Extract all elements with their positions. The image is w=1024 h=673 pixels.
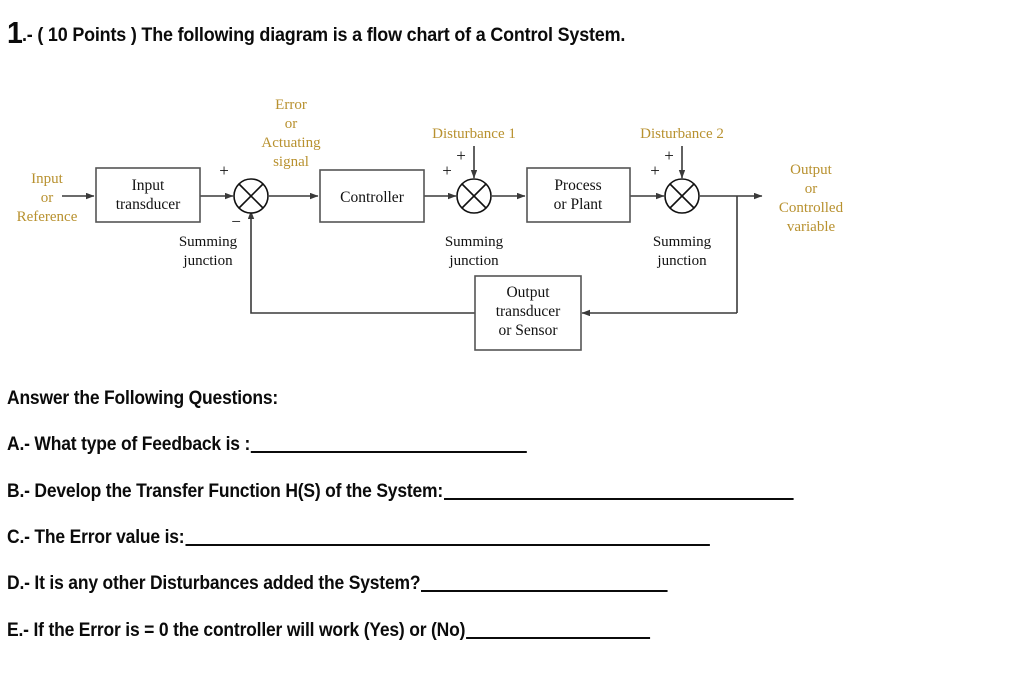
sj1-label-line2: junction — [182, 253, 233, 269]
sj1-plus-sign: + — [219, 161, 229, 180]
block-process-line2: or Plant — [554, 196, 603, 213]
question-number: 1 — [7, 15, 23, 50]
page-title: 1.- ( 10 Points ) The following diagram … — [7, 17, 626, 48]
summing-junction-2: + + Summing junction — [442, 146, 503, 269]
annotation-output-line3: Controlled — [779, 200, 844, 216]
sj3-plus-sign-left: + — [650, 161, 660, 180]
block-output-transducer-line2: transducer — [496, 303, 561, 320]
block-input-transducer-line1: Input — [132, 177, 165, 194]
sj1-minus-sign: − — [231, 212, 241, 231]
question-e: E.- If the Error is = 0 the controller w… — [7, 620, 651, 642]
block-controller: Controller — [319, 169, 425, 223]
sj3-plus-sign-top: + — [664, 146, 674, 165]
question-b-blank[interactable] — [443, 498, 794, 500]
question-a-blank[interactable] — [251, 451, 528, 453]
block-process-line1: Process — [554, 177, 601, 194]
block-output-transducer-line3: or Sensor — [499, 322, 559, 339]
control-system-block-diagram: Input or Reference Error or Actuating si… — [0, 78, 900, 368]
sj2-plus-sign-left: + — [442, 161, 452, 180]
summing-junction-1: + − Summing junction — [179, 161, 269, 269]
annotation-disturbance-2: Disturbance 2 — [640, 126, 724, 142]
question-c-text: C.- The Error value is: — [7, 527, 185, 548]
block-controller-label: Controller — [340, 189, 405, 206]
wire-feedback-to-sj1 — [247, 210, 475, 314]
question-b-text: B.- Develop the Transfer Function H(S) o… — [7, 481, 444, 502]
question-b: B.- Develop the Transfer Function H(S) o… — [7, 481, 794, 503]
question-a: A.- What type of Feedback is : — [7, 434, 528, 456]
answer-section-header: Answer the Following Questions: — [7, 388, 279, 409]
question-e-blank[interactable] — [466, 637, 651, 639]
block-output-transducer: Output transducer or Sensor — [474, 275, 582, 351]
annotation-input-reference-line2: or — [41, 190, 54, 206]
block-process-or-plant: Process or Plant — [526, 167, 631, 223]
sj2-label-line2: junction — [448, 253, 499, 269]
annotation-disturbance-1: Disturbance 1 — [432, 126, 516, 142]
annotation-error-line3: Actuating — [261, 135, 321, 151]
sj3-label-line2: junction — [656, 253, 707, 269]
summing-junction-3: + + Summing junction — [650, 146, 711, 269]
question-d-blank[interactable] — [421, 590, 668, 592]
annotation-error-line4: signal — [273, 154, 309, 170]
question-d: D.- It is any other Disturbances added t… — [7, 573, 668, 595]
annotation-output-line2: or — [805, 181, 818, 197]
annotation-error-line1: Error — [275, 97, 307, 113]
question-c: C.- The Error value is: — [7, 527, 710, 549]
sj3-label-line1: Summing — [653, 234, 712, 250]
sj1-label-line1: Summing — [179, 234, 238, 250]
question-c-blank[interactable] — [185, 544, 710, 546]
annotation-input-reference-line3: Reference — [17, 209, 78, 225]
sj2-label-line1: Summing — [445, 234, 504, 250]
annotation-error-line2: or — [285, 116, 298, 132]
block-input-transducer: Input transducer — [95, 167, 201, 223]
annotation-output-line4: variable — [787, 219, 836, 235]
question-d-text: D.- It is any other Disturbances added t… — [7, 573, 421, 594]
question-a-text: A.- What type of Feedback is : — [7, 434, 251, 455]
question-e-text: E.- If the Error is = 0 the controller w… — [7, 620, 466, 641]
annotation-output-line1: Output — [790, 162, 833, 178]
annotation-input-reference-line1: Input — [31, 171, 63, 187]
block-output-transducer-line1: Output — [506, 284, 550, 301]
question-title-text: .- ( 10 Points ) The following diagram i… — [21, 24, 626, 46]
sj2-plus-sign-top: + — [456, 146, 466, 165]
block-input-transducer-line2: transducer — [116, 196, 181, 213]
